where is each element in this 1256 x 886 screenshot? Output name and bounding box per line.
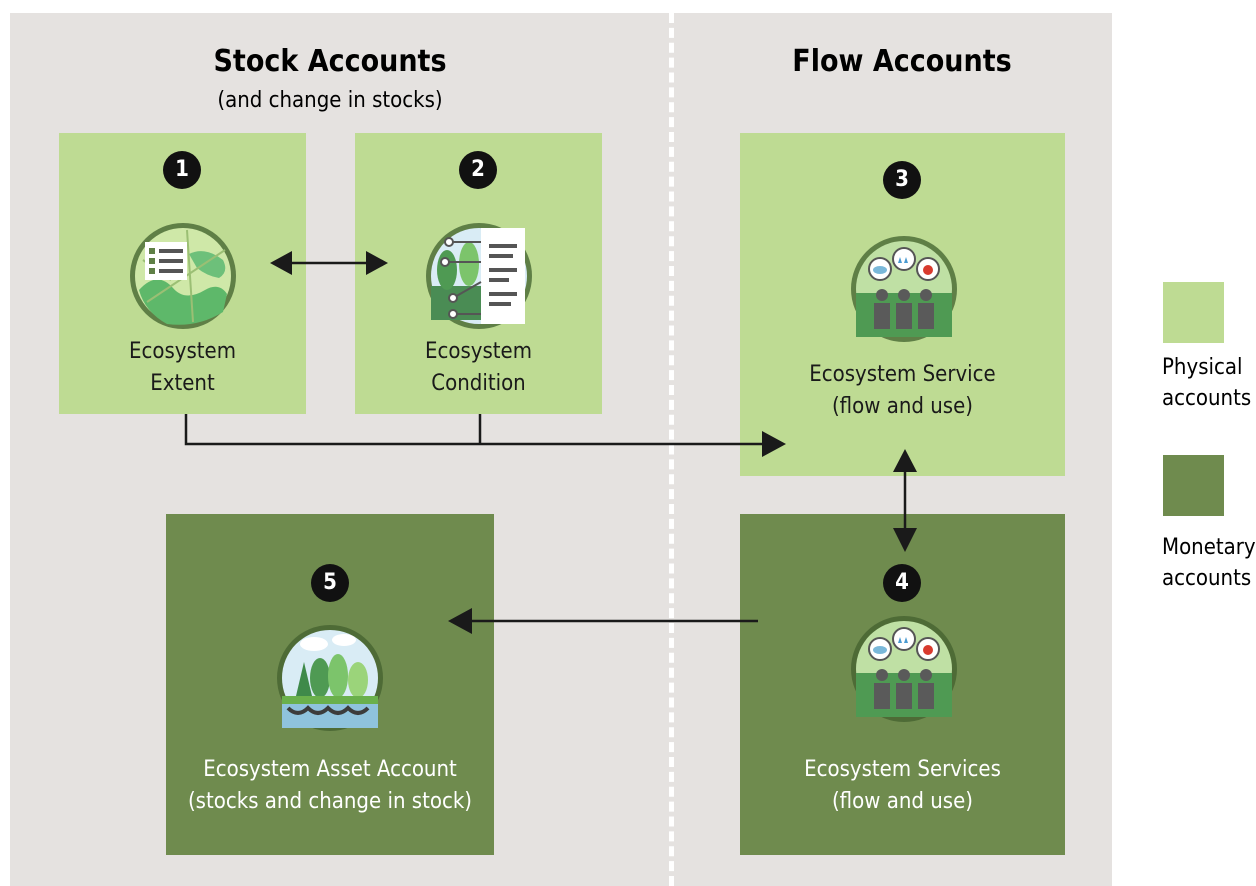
legend-physical-swatch bbox=[1163, 282, 1224, 343]
box-label-line2: (flow and use) bbox=[831, 789, 974, 814]
stock-accounts-title: Stock Accounts bbox=[213, 44, 447, 79]
legend-physical-line1: Physical bbox=[1162, 355, 1243, 380]
flow-accounts-title: Flow Accounts bbox=[792, 44, 1012, 79]
arrowhead-right bbox=[366, 251, 388, 275]
arrowhead-up bbox=[893, 449, 917, 472]
arrowhead-to-asset bbox=[448, 608, 472, 634]
box-label-line2: Extent bbox=[150, 371, 215, 396]
dashed-divider bbox=[669, 13, 674, 886]
legend-monetary-line2: accounts bbox=[1162, 566, 1252, 591]
ecosystem-service-physical-box: 3 Ecosystem Service (flow and use) bbox=[740, 133, 1065, 476]
box-label-line1: Ecosystem Asset Account bbox=[203, 757, 457, 782]
legend-monetary-swatch bbox=[1163, 455, 1224, 516]
box-label-line1: Ecosystem Services bbox=[804, 757, 1001, 782]
map-icon bbox=[130, 223, 236, 329]
legend-monetary-line1: Monetary bbox=[1162, 535, 1256, 560]
step-number-1: 1 bbox=[163, 151, 201, 189]
ecosystem-services-monetary-box: 4 Ecosystem Services (flow and use) bbox=[740, 514, 1065, 855]
forest-asset-icon bbox=[277, 625, 383, 731]
box-label-line1: Ecosystem bbox=[424, 339, 533, 364]
arrowhead-to-service bbox=[762, 431, 786, 457]
box-label-line2: (stocks and change in stock) bbox=[187, 789, 473, 814]
box-label-line2: (flow and use) bbox=[831, 394, 974, 419]
legend-physical-line2: accounts bbox=[1162, 386, 1252, 411]
arrowhead-down bbox=[893, 528, 917, 552]
arrowhead-left bbox=[270, 251, 292, 275]
condition-report-icon bbox=[426, 223, 532, 329]
step-number-2: 2 bbox=[459, 151, 497, 189]
ecosystem-condition-box: 2 Ecosystem Condition bbox=[355, 133, 602, 414]
ecosystem-asset-account-box: 5 Ecosystem Asset Account (stocks and ch… bbox=[166, 514, 494, 855]
step-number-5: 5 bbox=[311, 564, 349, 602]
ecosystem-services-icon bbox=[851, 236, 957, 342]
ecosystem-extent-box: 1 Ecosystem Extent bbox=[59, 133, 306, 414]
step-number-4: 4 bbox=[883, 564, 921, 602]
stock-to-flow-line bbox=[184, 414, 762, 446]
box-label-line1: Ecosystem bbox=[128, 339, 237, 364]
box-label-line2: Condition bbox=[431, 371, 526, 396]
ecosystem-services-icon bbox=[851, 616, 957, 722]
stock-accounts-subtitle: (and change in stocks) bbox=[217, 88, 443, 113]
step-number-3: 3 bbox=[883, 161, 921, 199]
box-label-line1: Ecosystem Service bbox=[809, 362, 996, 387]
